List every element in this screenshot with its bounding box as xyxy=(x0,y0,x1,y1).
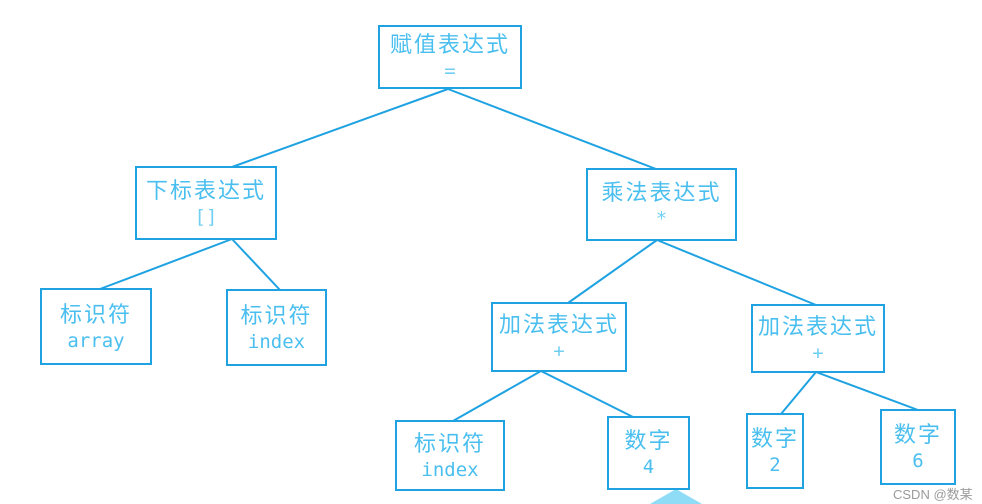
edge-subscript-id-array xyxy=(99,238,233,290)
node-title: 加法表达式 xyxy=(498,312,619,337)
node-title: 标识符 xyxy=(413,430,486,456)
decorative-triangle xyxy=(650,489,702,504)
tree-node-addition-expression-right: 加法表达式 + xyxy=(751,304,885,373)
csdn-watermark: CSDN @数某 xyxy=(893,487,973,502)
edge-multiply-add-1 xyxy=(567,239,658,304)
node-symbol: + xyxy=(812,341,824,364)
tree-node-number-2: 数字 2 xyxy=(746,413,804,489)
node-symbol: 2 xyxy=(769,454,781,476)
edge-add-1-num-4 xyxy=(540,370,634,418)
node-title: 乘法表达式 xyxy=(601,179,722,205)
node-title: 赋值表达式 xyxy=(389,32,510,57)
tree-node-subscript-expression: 下标表达式 [] xyxy=(135,166,277,240)
node-title: 加法表达式 xyxy=(757,313,878,339)
node-title: 标识符 xyxy=(240,302,313,328)
node-symbol: array xyxy=(67,329,125,352)
tree-node-identifier-index-2: 标识符 index xyxy=(395,420,505,491)
node-symbol: 4 xyxy=(642,456,655,478)
tree-node-identifier-index: 标识符 index xyxy=(226,289,327,366)
tree-node-number-6: 数字 6 xyxy=(880,409,956,485)
edge-add-2-num-6 xyxy=(815,371,919,411)
edge-subscript-id-index-1 xyxy=(231,238,281,291)
edge-multiply-add-2 xyxy=(656,239,817,306)
node-symbol: 6 xyxy=(912,450,924,472)
tree-node-addition-expression-left: 加法表达式 + xyxy=(491,302,627,372)
node-symbol: = xyxy=(444,60,456,82)
edge-add-2-num-2 xyxy=(780,371,817,415)
edge-add-1-id-index-2 xyxy=(452,370,542,422)
node-symbol: + xyxy=(553,340,565,362)
node-title: 标识符 xyxy=(59,301,132,327)
tree-node-assignment-expression: 赋值表达式 = xyxy=(378,25,522,89)
node-symbol: index xyxy=(247,330,306,353)
tree-node-number-4: 数字 4 xyxy=(607,416,690,490)
node-title: 数字 xyxy=(893,422,942,447)
edge-assign-subscript xyxy=(231,88,449,168)
node-title: 数字 xyxy=(751,426,800,451)
tree-node-multiplication-expression: 乘法表达式 * xyxy=(586,168,737,241)
tree-node-identifier-array: 标识符 array xyxy=(40,288,152,365)
node-symbol: * xyxy=(655,207,668,230)
node-title: 下标表达式 xyxy=(145,178,266,203)
node-symbol: index xyxy=(421,458,479,481)
node-symbol: [] xyxy=(194,206,218,228)
node-title: 数字 xyxy=(624,428,673,453)
edge-assign-multiply xyxy=(447,88,657,170)
